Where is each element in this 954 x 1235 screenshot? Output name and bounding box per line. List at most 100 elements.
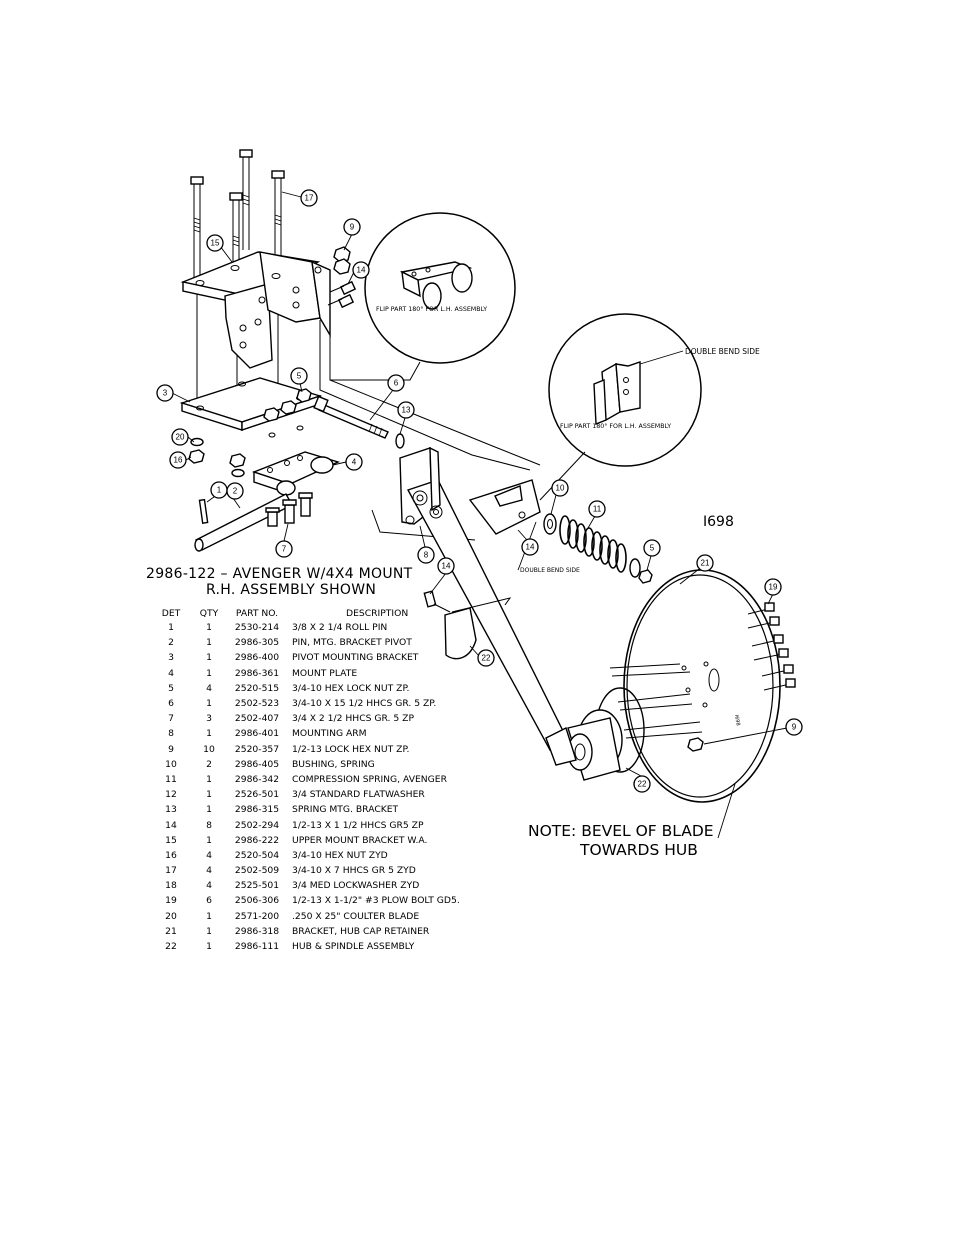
cell-det: 14 [165, 819, 177, 831]
cell-det: 8 [168, 728, 174, 740]
cell-description: BUSHING, SPRING [292, 758, 375, 770]
pivot-mounting-bracket [251, 451, 340, 496]
cell-description: 3/4-10 X 7 HHCS GR 5 ZYD [292, 865, 416, 877]
svg-text:22: 22 [482, 654, 491, 663]
callout-17: 17 [300, 189, 318, 207]
cell-qty: 4 [206, 865, 212, 877]
svg-text:15: 15 [211, 239, 220, 248]
cell-part-no: 2525-501 [234, 880, 280, 892]
cell-det: 9 [168, 743, 174, 755]
cell-det: 11 [165, 773, 177, 785]
cell-description: 1/2-13 X 1-1/2" #3 PLOW BOLT GD5. [292, 895, 460, 907]
cell-part-no: 2986-305 [234, 637, 280, 649]
svg-text:7: 7 [282, 545, 287, 554]
svg-text:I698: I698 [733, 714, 741, 726]
callout-7: 7 [275, 540, 293, 558]
cell-description: BRACKET, HUB CAP RETAINER [292, 925, 430, 937]
cell-qty: 4 [206, 849, 212, 861]
mount-plate [179, 377, 323, 438]
cell-description: 1/2-13 X 1 1/2 HHCS GR5 ZP [292, 819, 424, 831]
svg-text:14: 14 [442, 562, 451, 571]
svg-text:16: 16 [174, 456, 183, 465]
callout-14-upper: 14 [352, 261, 370, 279]
cell-qty: 6 [206, 895, 212, 907]
cell-description: .250 X 25" COULTER BLADE [292, 910, 420, 922]
table-row: 20 1 2571-200 .250 X 25" COULTER BLADE [148, 909, 460, 924]
callout-14-lower: 14 [437, 557, 455, 575]
svg-text:6: 6 [394, 379, 399, 388]
callout-15: 15 [206, 234, 224, 252]
cell-qty: 2 [206, 758, 212, 770]
svg-text:5: 5 [297, 372, 302, 381]
cell-det: 21 [165, 925, 177, 937]
cell-qty: 1 [206, 622, 212, 634]
cell-det: 6 [168, 698, 174, 710]
cell-qty: 1 [206, 804, 212, 816]
svg-text:19: 19 [769, 583, 778, 592]
svg-text:8: 8 [424, 551, 429, 560]
cell-qty: 1 [206, 925, 212, 937]
coulter-blade: I698 [623, 569, 781, 803]
bevel-note-line1: NOTE: BEVEL OF BLADE [528, 822, 714, 840]
callout-13: 14 [521, 538, 539, 556]
svg-text:10: 10 [556, 484, 565, 493]
cell-part-no: 2571-200 [234, 910, 280, 922]
svg-text:11: 11 [593, 505, 602, 514]
cell-det: 5 [168, 682, 174, 694]
callout-9-lower: 9 [785, 718, 803, 736]
cell-det: 1 [168, 622, 174, 634]
svg-text:9: 9 [350, 223, 355, 232]
mid-nuts [188, 388, 312, 478]
cell-part-no: 2986-318 [234, 925, 280, 937]
svg-text:14: 14 [526, 543, 535, 552]
cell-qty: 1 [206, 910, 212, 922]
double-bend-note-lower: DOUBLE BEND SIDE [520, 567, 580, 574]
cell-part-no: 2520-504 [234, 849, 280, 861]
cell-det: 22 [165, 941, 177, 953]
cell-description: 3/4 MED LOCKWASHER ZYD [292, 880, 420, 892]
cell-description: 1/2-13 LOCK HEX NUT ZP. [292, 743, 410, 755]
long-bolt-6 [313, 395, 405, 449]
cell-part-no: 2986-315 [234, 804, 280, 816]
cell-qty: 1 [206, 728, 212, 740]
svg-text:22: 22 [638, 780, 647, 789]
cell-qty: 8 [206, 819, 212, 831]
assembly-title-line2: R.H. ASSEMBLY SHOWN [206, 582, 377, 598]
cell-part-no: 2986-111 [234, 941, 280, 953]
cell-description: 3/4 X 2 1/2 HHCS GR. 5 ZP [292, 713, 414, 725]
cell-part-no: 2502-407 [234, 713, 280, 725]
callout-5-lower: 5 [643, 539, 661, 557]
cell-qty: 3 [206, 713, 212, 725]
cell-det: 20 [165, 910, 177, 922]
callout-22: 22 [633, 775, 651, 793]
svg-text:4: 4 [352, 458, 357, 467]
cell-det: 13 [165, 804, 177, 816]
bevel-note-line2: TOWARDS HUB [579, 841, 698, 859]
assembly-title-line1: 2986-122 – AVENGER W/4X4 MOUNT [146, 566, 413, 582]
callout-2: 2 [226, 482, 244, 500]
cell-description: MOUNTING ARM [292, 728, 367, 740]
detail-circle-lower [539, 313, 702, 501]
short-bolts [265, 492, 313, 527]
cell-description: PIVOT MOUNTING BRACKET [292, 652, 419, 664]
cell-det: 10 [165, 758, 177, 770]
cell-qty: 1 [206, 667, 212, 679]
double-bend-note-upper: DOUBLE BEND SIDE [685, 347, 760, 356]
svg-text:14: 14 [357, 266, 366, 275]
callout-balloons: 15 17 9 14 3 5 6 13 20 16 4 1 2 7 8 14 1 [156, 189, 803, 793]
cell-part-no: 2986-400 [234, 652, 280, 664]
callout-5-upper: 5 [290, 367, 308, 385]
cell-det: 15 [165, 834, 177, 846]
